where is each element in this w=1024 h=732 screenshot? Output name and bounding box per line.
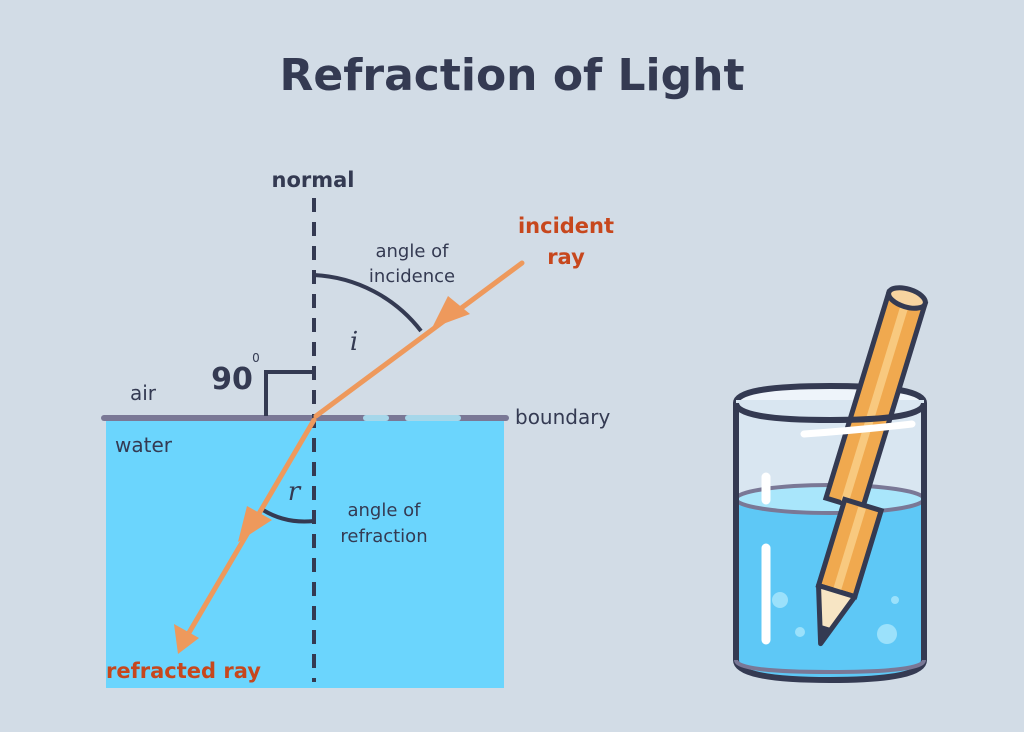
pencil-lead <box>820 624 832 644</box>
refraction-angle-symbol: r <box>288 477 302 507</box>
right-angle-marker <box>264 370 314 416</box>
refraction-angle-arc <box>261 508 315 524</box>
boundary-label: boundary <box>515 405 610 429</box>
water-label: water <box>115 433 173 457</box>
bubble <box>772 592 788 608</box>
pencil-submerged-highlight <box>833 506 866 592</box>
air-label: air <box>130 381 157 405</box>
incident-ray-arrowhead <box>432 296 470 328</box>
angle-of-refraction-label: angle of <box>347 500 421 521</box>
water-medium <box>106 418 504 688</box>
bubble <box>795 627 805 637</box>
refracted-ray-label: refracted ray <box>106 659 261 683</box>
incidence-angle-symbol: i <box>350 327 358 357</box>
bubble <box>877 624 897 644</box>
angle-of-incidence-label: angle of <box>375 241 449 262</box>
degree-sign: 0 <box>252 351 260 365</box>
glass-front-rim <box>733 402 927 424</box>
incident-ray-label: incident <box>518 214 614 238</box>
glass-base <box>734 659 926 675</box>
incident-ray <box>313 260 525 419</box>
incidence-angle-arc <box>313 273 423 333</box>
page-title: Refraction of Light <box>280 50 745 101</box>
bubble <box>891 596 899 604</box>
glass-with-pencil-illustration <box>733 285 929 683</box>
normal-label: normal <box>272 168 355 192</box>
right-angle-label: 90 <box>211 362 253 397</box>
refracted-ray-arrowhead <box>174 624 199 654</box>
pencil-refracted-part <box>815 496 885 647</box>
incident-ray-label: ray <box>547 245 585 269</box>
glass-shine <box>800 420 916 438</box>
refracted-ray-arrowhead <box>238 506 272 542</box>
pencil-end <box>886 285 928 311</box>
angle-of-incidence-label: incidence <box>369 266 455 287</box>
pencil-highlight <box>840 298 911 503</box>
angle-of-refraction-label: refraction <box>340 526 427 547</box>
glass-outline <box>733 403 927 683</box>
